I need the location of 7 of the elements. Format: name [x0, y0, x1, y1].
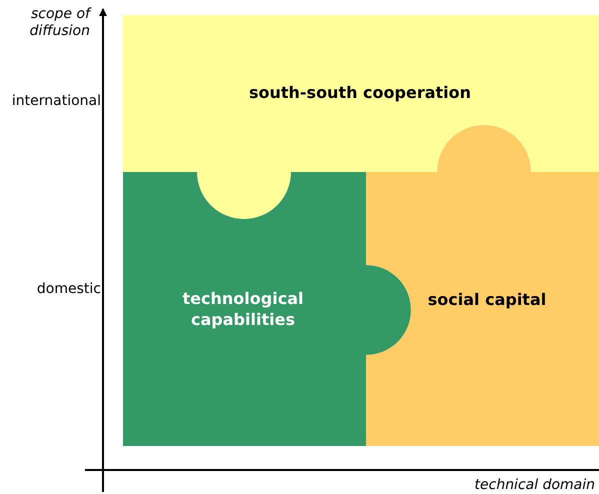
tick-label: domestic [36, 281, 101, 298]
piece-label: south-south cooperation [248, 82, 472, 103]
piece-label: technological capabilities [182, 288, 304, 330]
piece-label: social capital [427, 289, 547, 310]
axis-title: technical domain [474, 477, 595, 494]
tick-label: international [10, 93, 101, 110]
axis-title: scope of diffusion [28, 6, 90, 40]
